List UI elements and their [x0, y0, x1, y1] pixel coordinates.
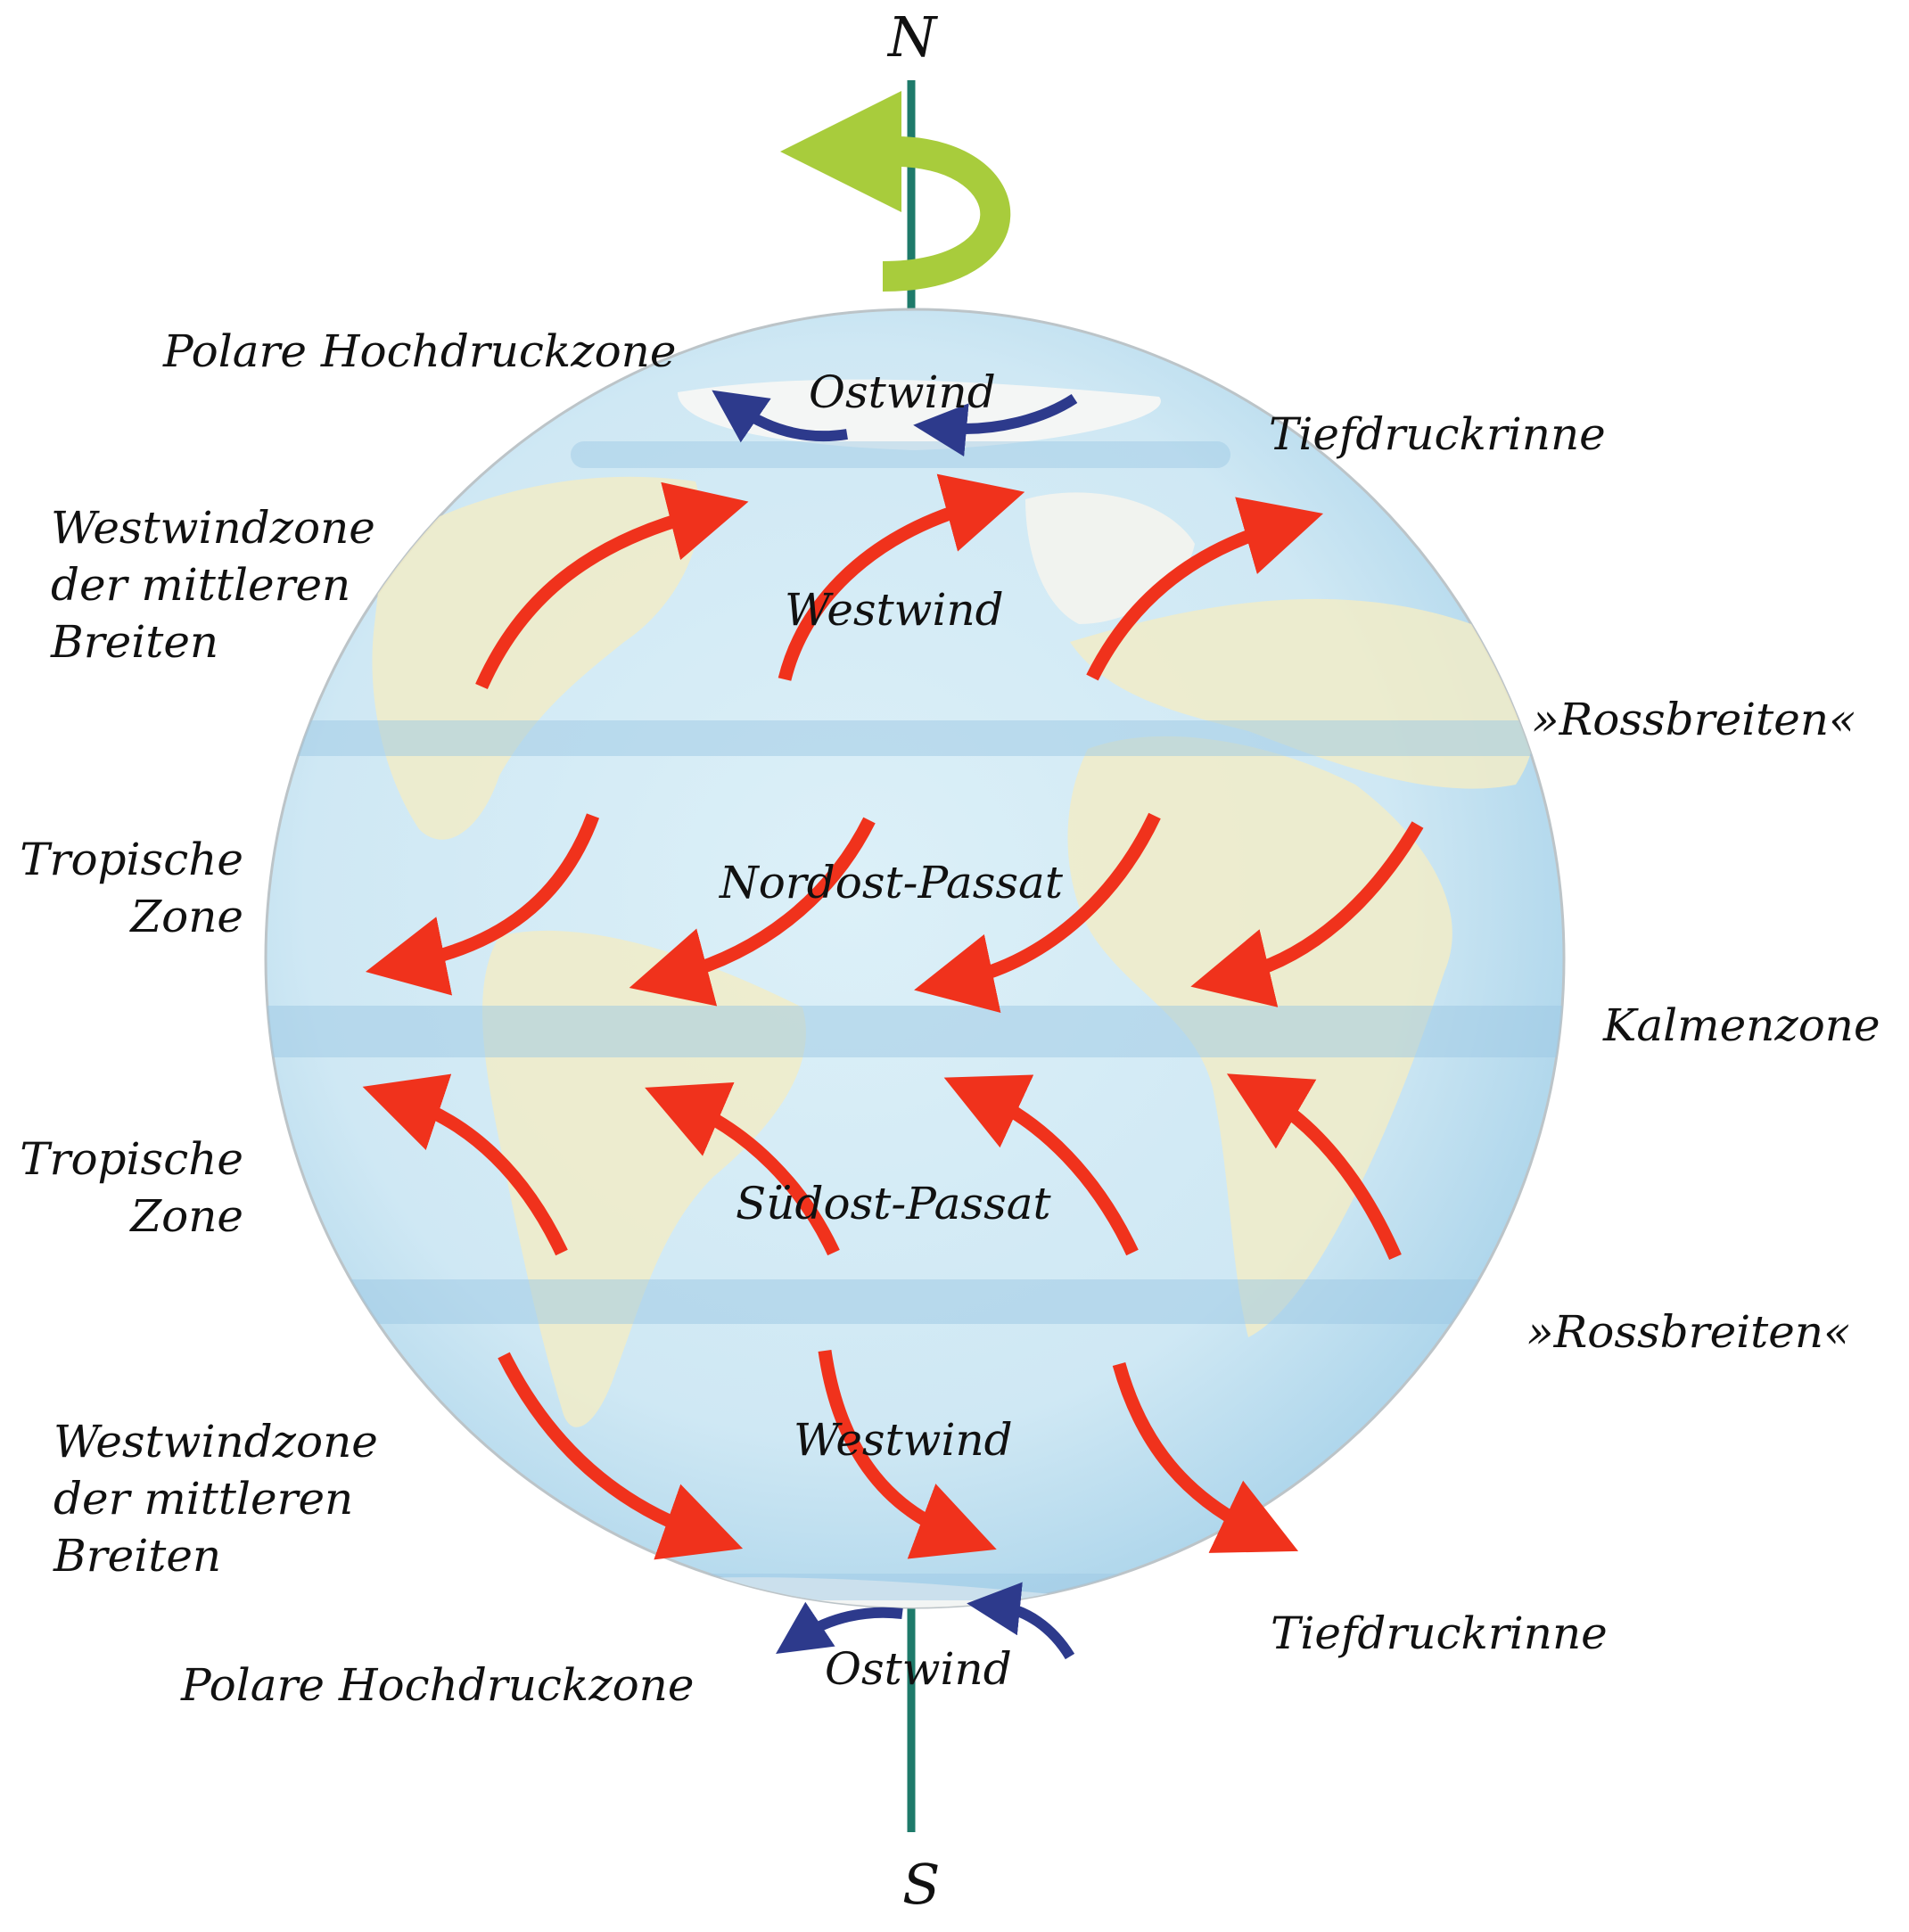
- suedost-passat-label: Südost-Passat: [736, 1178, 1051, 1229]
- north-pole-label: N: [888, 4, 937, 70]
- westerly-arrow-n1: [475, 481, 749, 690]
- nordost-passat-label: Nordost-Passat: [720, 857, 1063, 908]
- westwindzone-south-line1: Westwindzone: [53, 1416, 378, 1467]
- polar-east-arrow-s2: [967, 1582, 1075, 1660]
- tropische-zone-south-line1: Tropische: [20, 1133, 243, 1185]
- westerly-arrow-s2: [818, 1349, 997, 1559]
- westerly-arrow-n2: [778, 473, 1025, 681]
- ostwind-south-label: Ostwind: [825, 1643, 1012, 1695]
- westwindzone-south-line2: der mittleren: [53, 1473, 354, 1525]
- westwind-south-label: Westwind: [794, 1414, 1013, 1466]
- south-pole-label: S: [902, 1852, 941, 1917]
- se-trade-arrow-3: [943, 1074, 1139, 1256]
- westerly-arrow-s1: [498, 1352, 744, 1560]
- ostwind-north-label: Ostwind: [809, 366, 996, 418]
- westwind-north-label: Westwind: [785, 584, 1004, 636]
- ne-trade-arrow-1: [365, 813, 600, 996]
- rossbreiten-south-label: »Rossbreiten«: [1526, 1306, 1851, 1358]
- polar-east-arrow-s1: [776, 1601, 903, 1654]
- ne-trade-arrow-4: [1190, 821, 1424, 1007]
- band-kalmenzone: [266, 1006, 1564, 1057]
- polar-high-north-label: Polare Hochdruckzone: [163, 325, 677, 377]
- band-tiefdruck-north: [571, 441, 1230, 468]
- polar-high-south-label: Polare Hochdruckzone: [181, 1659, 695, 1711]
- band-rossbreiten-north: [267, 720, 1564, 756]
- rotation-arrow-icon: [780, 91, 1011, 292]
- band-tiefdruck-south: [580, 1574, 1239, 1600]
- polar-east-arrow-n1: [712, 390, 848, 443]
- westwindzone-north-line1: Westwindzone: [51, 502, 375, 554]
- rossbreiten-north-label: »Rossbreiten«: [1532, 694, 1856, 745]
- tropische-zone-south-line2: Zone: [130, 1190, 243, 1242]
- tiefdruck-north-label: Tiefdruckrinne: [1269, 408, 1606, 460]
- westwindzone-south-line3: Breiten: [53, 1530, 222, 1582]
- band-rossbreiten-south: [267, 1279, 1564, 1324]
- se-trade-arrow-1: [362, 1073, 568, 1256]
- kalmenzone-label: Kalmenzone: [1603, 999, 1880, 1051]
- ne-trade-arrow-3: [914, 812, 1161, 1013]
- polar-east-arrow-n2: [913, 393, 1078, 457]
- westerly-arrow-s3: [1112, 1361, 1299, 1553]
- westwindzone-north-line2: der mittleren: [51, 559, 351, 611]
- westwindzone-north-line3: Breiten: [51, 616, 219, 668]
- tropische-zone-north-line2: Zone: [130, 891, 243, 942]
- westerly-arrow-n3: [1086, 497, 1324, 681]
- ne-trade-arrow-2: [629, 817, 876, 1007]
- tiefdruck-south-label: Tiefdruckrinne: [1271, 1607, 1608, 1659]
- tropische-zone-north-line1: Tropische: [20, 834, 243, 885]
- se-trade-arrow-4: [1226, 1073, 1402, 1261]
- se-trade-arrow-2: [645, 1082, 840, 1256]
